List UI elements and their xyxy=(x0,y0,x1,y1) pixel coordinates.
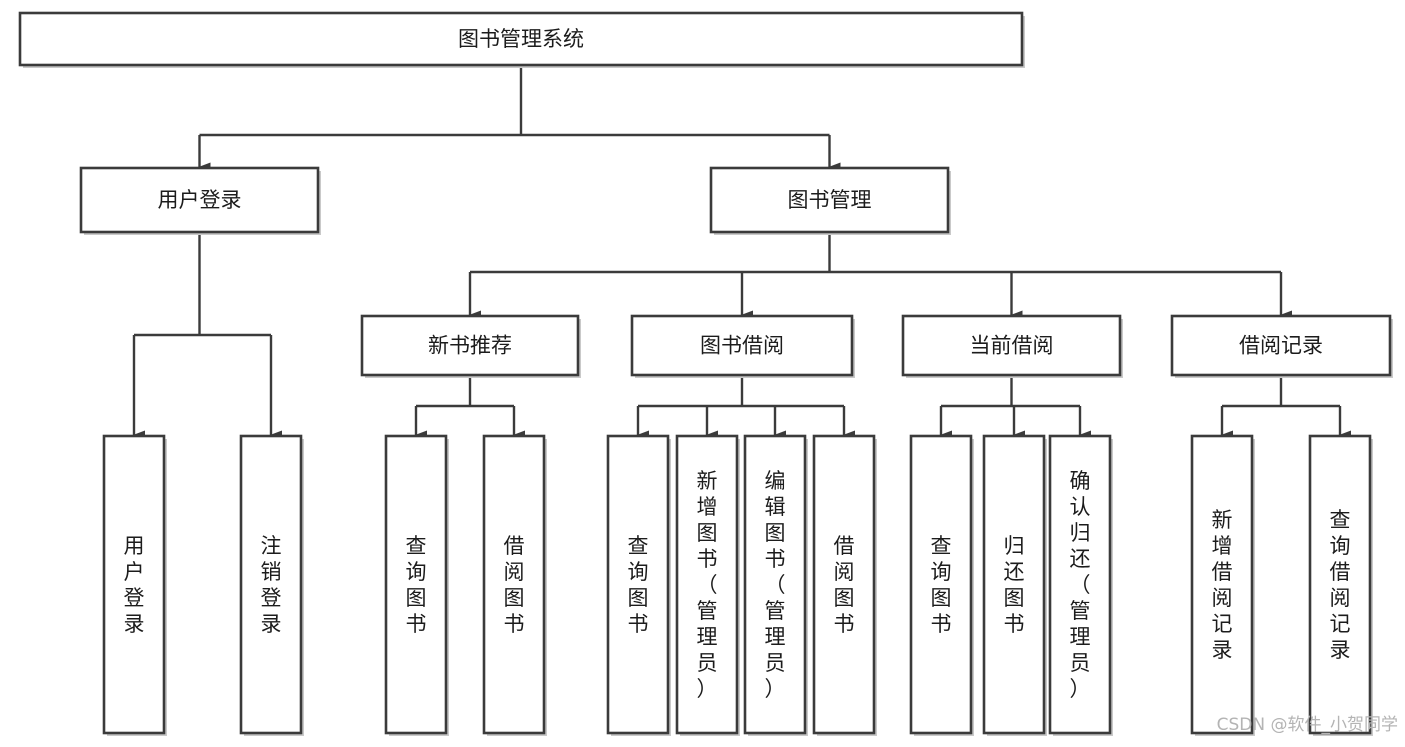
watermark-label: CSDN @软件_小贺同学 xyxy=(1217,715,1398,735)
node-leaf-confirm-return-admin[interactable]: 确认归还（管理员） xyxy=(1048,434,1113,736)
node-new-book-recommend[interactable]: 新书推荐 xyxy=(360,314,581,378)
node-label: 借阅图书 xyxy=(504,534,525,636)
node-leaf-logout[interactable]: 注销登录 xyxy=(239,434,304,736)
node-book-borrow[interactable]: 图书借阅 xyxy=(630,314,855,378)
node-label: 图书管理系统 xyxy=(458,27,584,51)
node-label: 图书管理 xyxy=(788,188,872,212)
node-label: 归还图书 xyxy=(1004,534,1025,636)
node-leaf-edit-book-admin[interactable]: 编辑图书（管理员） xyxy=(743,434,808,736)
node-borrow-record[interactable]: 借阅记录 xyxy=(1170,314,1393,378)
node-label: 新增借阅记录 xyxy=(1212,508,1233,662)
node-label: 注销登录 xyxy=(261,534,282,636)
node-label: 新书推荐 xyxy=(428,334,512,358)
node-leaf-query-book-recommend[interactable]: 查询图书 xyxy=(384,434,449,736)
node-user-login[interactable]: 用户登录 xyxy=(79,166,321,235)
node-label: 查询图书 xyxy=(406,534,427,636)
nodes-layer: 图书管理系统用户登录图书管理新书推荐图书借阅当前借阅借阅记录用户登录注销登录查询… xyxy=(18,11,1393,736)
node-label: 图书借阅 xyxy=(700,334,784,358)
node-leaf-borrow-book-recommend[interactable]: 借阅图书 xyxy=(482,434,547,736)
node-label: 编辑图书（管理员） xyxy=(765,469,786,701)
node-leaf-user-login[interactable]: 用户登录 xyxy=(102,434,167,736)
node-leaf-return-book[interactable]: 归还图书 xyxy=(982,434,1047,736)
node-label: 查询图书 xyxy=(931,534,952,636)
node-label: 当前借阅 xyxy=(970,334,1054,358)
node-label: 查询借阅记录 xyxy=(1330,508,1351,662)
edges-layer xyxy=(132,65,1351,440)
node-label: 确认归还（管理员） xyxy=(1070,469,1091,701)
node-label: 新增图书（管理员） xyxy=(697,469,718,701)
node-current-borrow[interactable]: 当前借阅 xyxy=(901,314,1123,378)
node-leaf-add-borrow-record[interactable]: 新增借阅记录 xyxy=(1190,434,1255,736)
node-label: 借阅图书 xyxy=(834,534,855,636)
node-book-management[interactable]: 图书管理 xyxy=(709,166,951,235)
node-label: 用户登录 xyxy=(158,188,242,212)
node-leaf-borrow-book[interactable]: 借阅图书 xyxy=(812,434,877,736)
node-leaf-query-book-borrow[interactable]: 查询图书 xyxy=(606,434,671,736)
node-leaf-query-book-current[interactable]: 查询图书 xyxy=(909,434,974,736)
node-root[interactable]: 图书管理系统 xyxy=(18,11,1025,68)
node-label: 借阅记录 xyxy=(1239,334,1323,358)
node-label: 查询图书 xyxy=(628,534,649,636)
node-leaf-query-borrow-record[interactable]: 查询借阅记录 xyxy=(1308,434,1373,736)
node-label: 用户登录 xyxy=(124,534,145,636)
node-leaf-add-book-admin[interactable]: 新增图书（管理员） xyxy=(675,434,740,736)
